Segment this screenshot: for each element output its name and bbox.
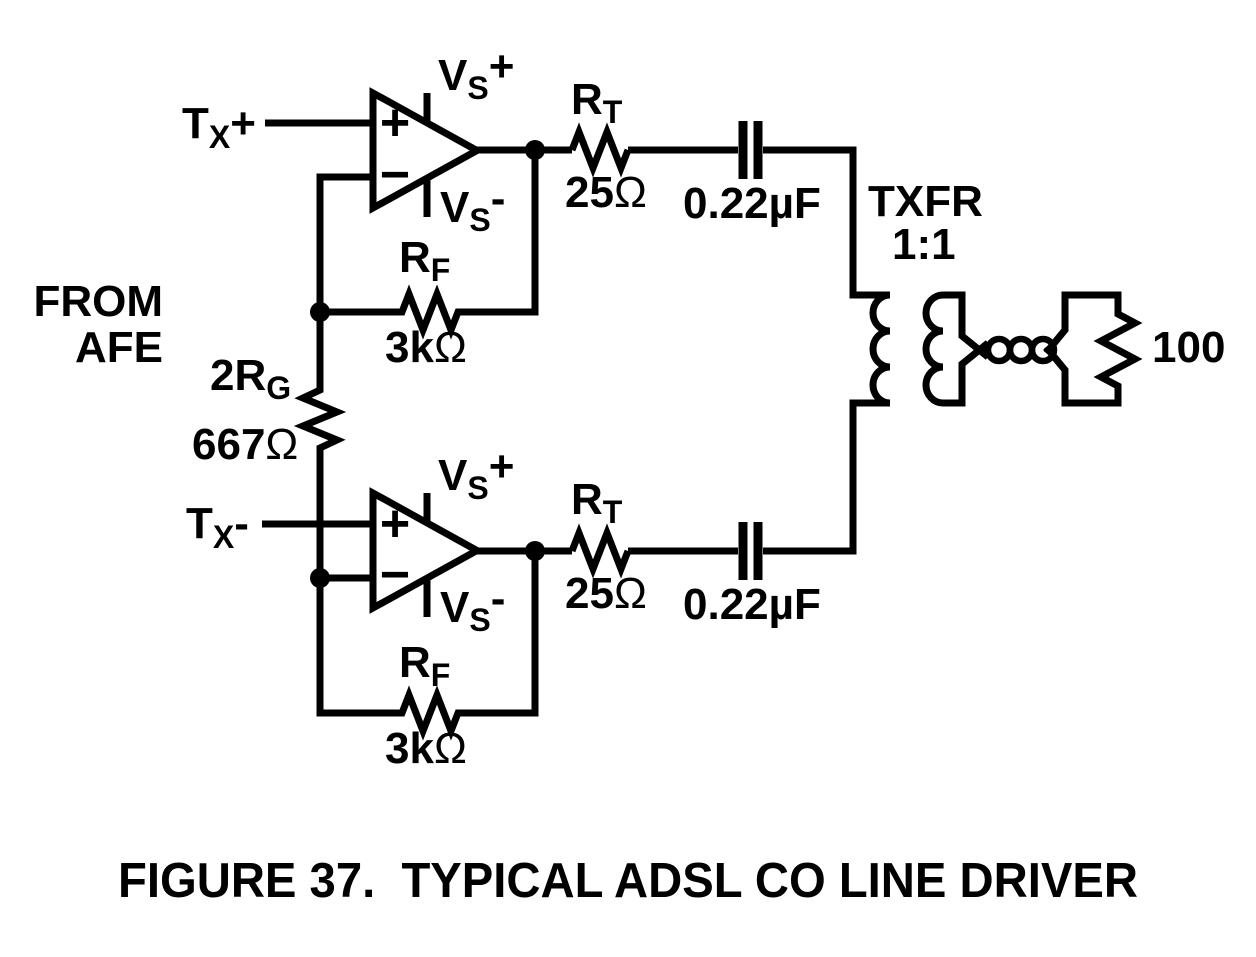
secondary-bottom-wire (943, 340, 991, 407)
tx-plus-label: TX+ (182, 99, 256, 155)
twisted-pair-loop-3 (1028, 335, 1058, 365)
transformer-ratio-label: 1:1 (892, 220, 956, 269)
resistor-rf-top-label: RF (399, 233, 450, 288)
bottom-transformer-return-wire (763, 399, 890, 555)
twisted-pair-loop-2 (1006, 335, 1036, 365)
bottom-amplifier-channel: TX- + − VS+ VS- RT 25Ω 0.22µF RF 3kΩ (186, 442, 821, 773)
resistor-rt-top-zigzag (568, 122, 632, 178)
from-afe-label-line2: AFE (75, 323, 163, 372)
capacitor-top-value: 0.22µF (683, 179, 821, 228)
opamp-top-inverting-mark: − (380, 146, 410, 204)
top-amplifier-channel: TX+ + − VS+ VS- RT 25Ω 0.22µF RF 3kΩ (182, 42, 890, 372)
line-interface: TXFR 1:1 100 (763, 177, 1225, 555)
opamp-bottom-vs-minus-label: VS- (440, 574, 505, 638)
opamp-top-vs-plus-label: VS+ (438, 42, 514, 106)
resistor-rf-bottom-value: 3kΩ (385, 724, 467, 773)
opamp-top-noninverting-mark: + (380, 94, 410, 152)
resistor-rt-bottom-label: RT (571, 475, 623, 530)
twisted-pair-loop-1 (984, 335, 1014, 365)
resistor-rt-bottom-value: 25Ω (565, 569, 647, 618)
opamp-bottom-inverting-mark: − (380, 546, 410, 604)
transformer-primary-coil (869, 291, 891, 407)
resistor-rg-label: 2RG (210, 351, 291, 406)
resistor-rt-top-value: 25Ω (565, 168, 647, 217)
opamp-bottom-noninverting-mark: + (380, 495, 410, 553)
transformer-label: TXFR (868, 177, 983, 226)
source-and-gain-network: FROM AFE 2RG 667Ω (33, 277, 347, 578)
from-afe-label-line1: FROM (33, 277, 163, 326)
resistor-rg-value: 667Ω (192, 420, 298, 469)
resistor-rf-top-value: 3kΩ (385, 323, 467, 372)
line-load-value: 100 (1152, 323, 1225, 372)
opamp-top-vs-minus-label: VS- (440, 174, 505, 238)
secondary-top-wire (943, 291, 991, 360)
transformer-secondary-coil (922, 291, 944, 407)
figure-caption: FIGURE 37. TYPICAL ADSL CO LINE DRIVER (118, 854, 1138, 908)
resistor-rt-top-label: RT (571, 75, 623, 130)
line-load-resistor (1043, 291, 1143, 407)
resistor-rg-branch (293, 312, 347, 578)
resistor-rf-top-branch (320, 150, 539, 340)
resistor-rf-bottom-branch (316, 551, 539, 741)
resistor-rf-bottom-label: RF (399, 638, 450, 693)
top-inverting-feedback-wire (316, 173, 373, 312)
capacitor-bottom-value: 0.22µF (683, 580, 821, 629)
resistor-rt-bottom-zigzag (568, 523, 632, 579)
opamp-bottom-vs-plus-label: VS+ (438, 442, 514, 506)
tx-minus-label: TX- (186, 499, 249, 555)
top-cap-to-transformer-wire (763, 146, 890, 299)
